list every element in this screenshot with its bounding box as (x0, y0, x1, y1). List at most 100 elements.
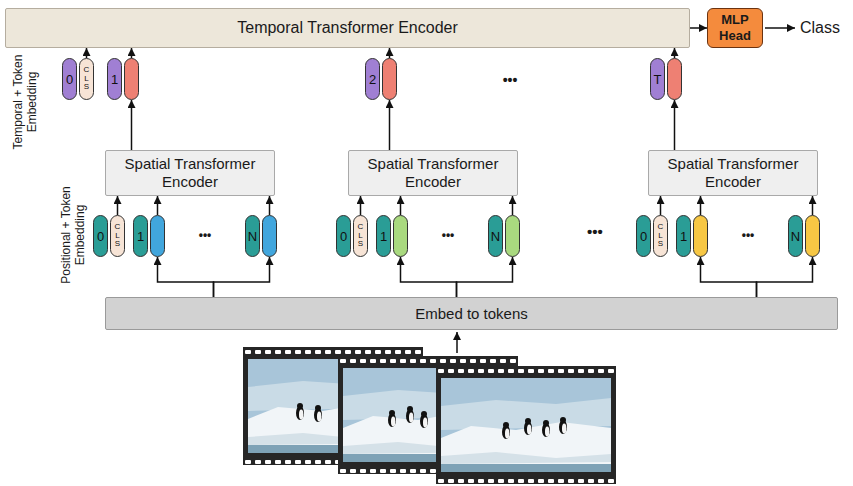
axis-label: Temporal + Token Embedding (12, 53, 40, 151)
position-token: T (650, 58, 665, 100)
embedding-token (382, 58, 397, 100)
embedding-token (667, 58, 682, 100)
flow-arrow (700, 196, 702, 215)
position-token: N (245, 215, 260, 257)
flow-arrow (674, 48, 676, 58)
temporal-token: 2 (365, 58, 397, 100)
position-token: 2 (365, 58, 380, 100)
position-number: 0 (97, 230, 104, 243)
output-label: Class (800, 19, 840, 37)
ellipsis: ••• (742, 229, 755, 243)
ellipsis: ••• (442, 229, 455, 243)
input-arrow (456, 332, 458, 353)
flow-arrow (157, 196, 159, 215)
position-token: 0 (336, 215, 351, 257)
ellipsis: ••• (587, 223, 603, 240)
ellipsis: ••• (503, 72, 518, 88)
flow-arrow (131, 48, 133, 58)
flow-arrow (400, 196, 402, 215)
position-token: 1 (676, 215, 691, 257)
position-token: 0 (636, 215, 651, 257)
position-token: 0 (62, 58, 77, 100)
position-number: 2 (369, 73, 376, 86)
position-token: 0 (93, 215, 108, 257)
temporal-cls-token: 0 CLS (62, 58, 94, 100)
flow-arrow (131, 100, 133, 150)
output-arrow (765, 27, 795, 29)
flow-arrow (86, 48, 88, 58)
flow-arrow (757, 257, 813, 297)
position-number: T (654, 73, 662, 86)
position-number: N (791, 230, 800, 243)
embedding-token (693, 215, 708, 257)
flow-arrow (389, 100, 391, 150)
position-number: 0 (640, 230, 647, 243)
cls-token: CLS (653, 215, 668, 257)
temporal-token: 1 (107, 58, 139, 100)
flow-arrow (214, 257, 270, 297)
flow-arrow (389, 48, 391, 58)
cls-label: CLS (357, 223, 365, 249)
spatial-encoder: Spatial Transformer Encoder (648, 150, 818, 196)
patch-token: 1 (133, 215, 165, 257)
flow-arrow (360, 196, 362, 215)
box-label: Embed to tokens (415, 305, 528, 323)
position-number: 0 (340, 230, 347, 243)
cls-label: CLS (657, 223, 665, 249)
position-number: 0 (66, 73, 73, 86)
position-token: 1 (376, 215, 391, 257)
spatial-cls-token: 0 CLS (636, 215, 668, 257)
patch-token: N (788, 215, 820, 257)
position-number: 1 (111, 73, 118, 86)
patch-token: 1 (376, 215, 408, 257)
flow-arrow (269, 196, 271, 215)
spatial-encoder: Spatial Transformer Encoder (105, 150, 275, 196)
box-label: MLP Head (716, 12, 754, 43)
patch-token: 1 (676, 215, 708, 257)
flow-arrow (117, 196, 119, 215)
position-number: N (491, 230, 500, 243)
ellipsis: ••• (199, 229, 212, 243)
temporal-token: T (650, 58, 682, 100)
position-number: 1 (680, 230, 687, 243)
position-token: 1 (133, 215, 148, 257)
box-label: Spatial Transformer Encoder (357, 155, 509, 191)
box-label: Temporal Transformer Encoder (237, 18, 458, 37)
flow-arrow (401, 257, 457, 297)
flow-arrow (512, 196, 514, 215)
position-number: N (248, 230, 257, 243)
spatial-cls-token: 0 CLS (336, 215, 368, 257)
flow-arrow (701, 257, 757, 297)
spatial-cls-token: 0 CLS (93, 215, 125, 257)
position-token: N (788, 215, 803, 257)
patch-token: N (488, 215, 520, 257)
position-token: 1 (107, 58, 122, 100)
cls-token: CLS (110, 215, 125, 257)
position-token: N (488, 215, 503, 257)
embedding-token (393, 215, 408, 257)
embed-box: Embed to tokens (105, 297, 838, 330)
embedding-token (150, 215, 165, 257)
flow-arrow (660, 196, 662, 215)
flow-arrow (812, 196, 814, 215)
box-label: Spatial Transformer Encoder (114, 155, 266, 191)
position-number: 1 (380, 230, 387, 243)
video-frame (436, 366, 616, 484)
spatial-encoder: Spatial Transformer Encoder (348, 150, 518, 196)
embedding-token (505, 215, 520, 257)
flow-arrow (690, 27, 707, 29)
cls-token: CLS (353, 215, 368, 257)
flow-arrow (674, 100, 676, 150)
cls-label: CLS (83, 66, 91, 92)
mlp-head: MLP Head (707, 8, 763, 48)
embedding-token (262, 215, 277, 257)
cls-label: CLS (114, 223, 122, 249)
axis-label: Positional + Token Embedding (60, 181, 88, 289)
embedding-token (124, 58, 139, 100)
cls-token: CLS (79, 58, 94, 100)
box-label: Spatial Transformer Encoder (657, 155, 809, 191)
embedding-token (805, 215, 820, 257)
patch-token: N (245, 215, 277, 257)
temporal-encoder: Temporal Transformer Encoder (5, 8, 690, 48)
flow-arrow (457, 257, 513, 297)
